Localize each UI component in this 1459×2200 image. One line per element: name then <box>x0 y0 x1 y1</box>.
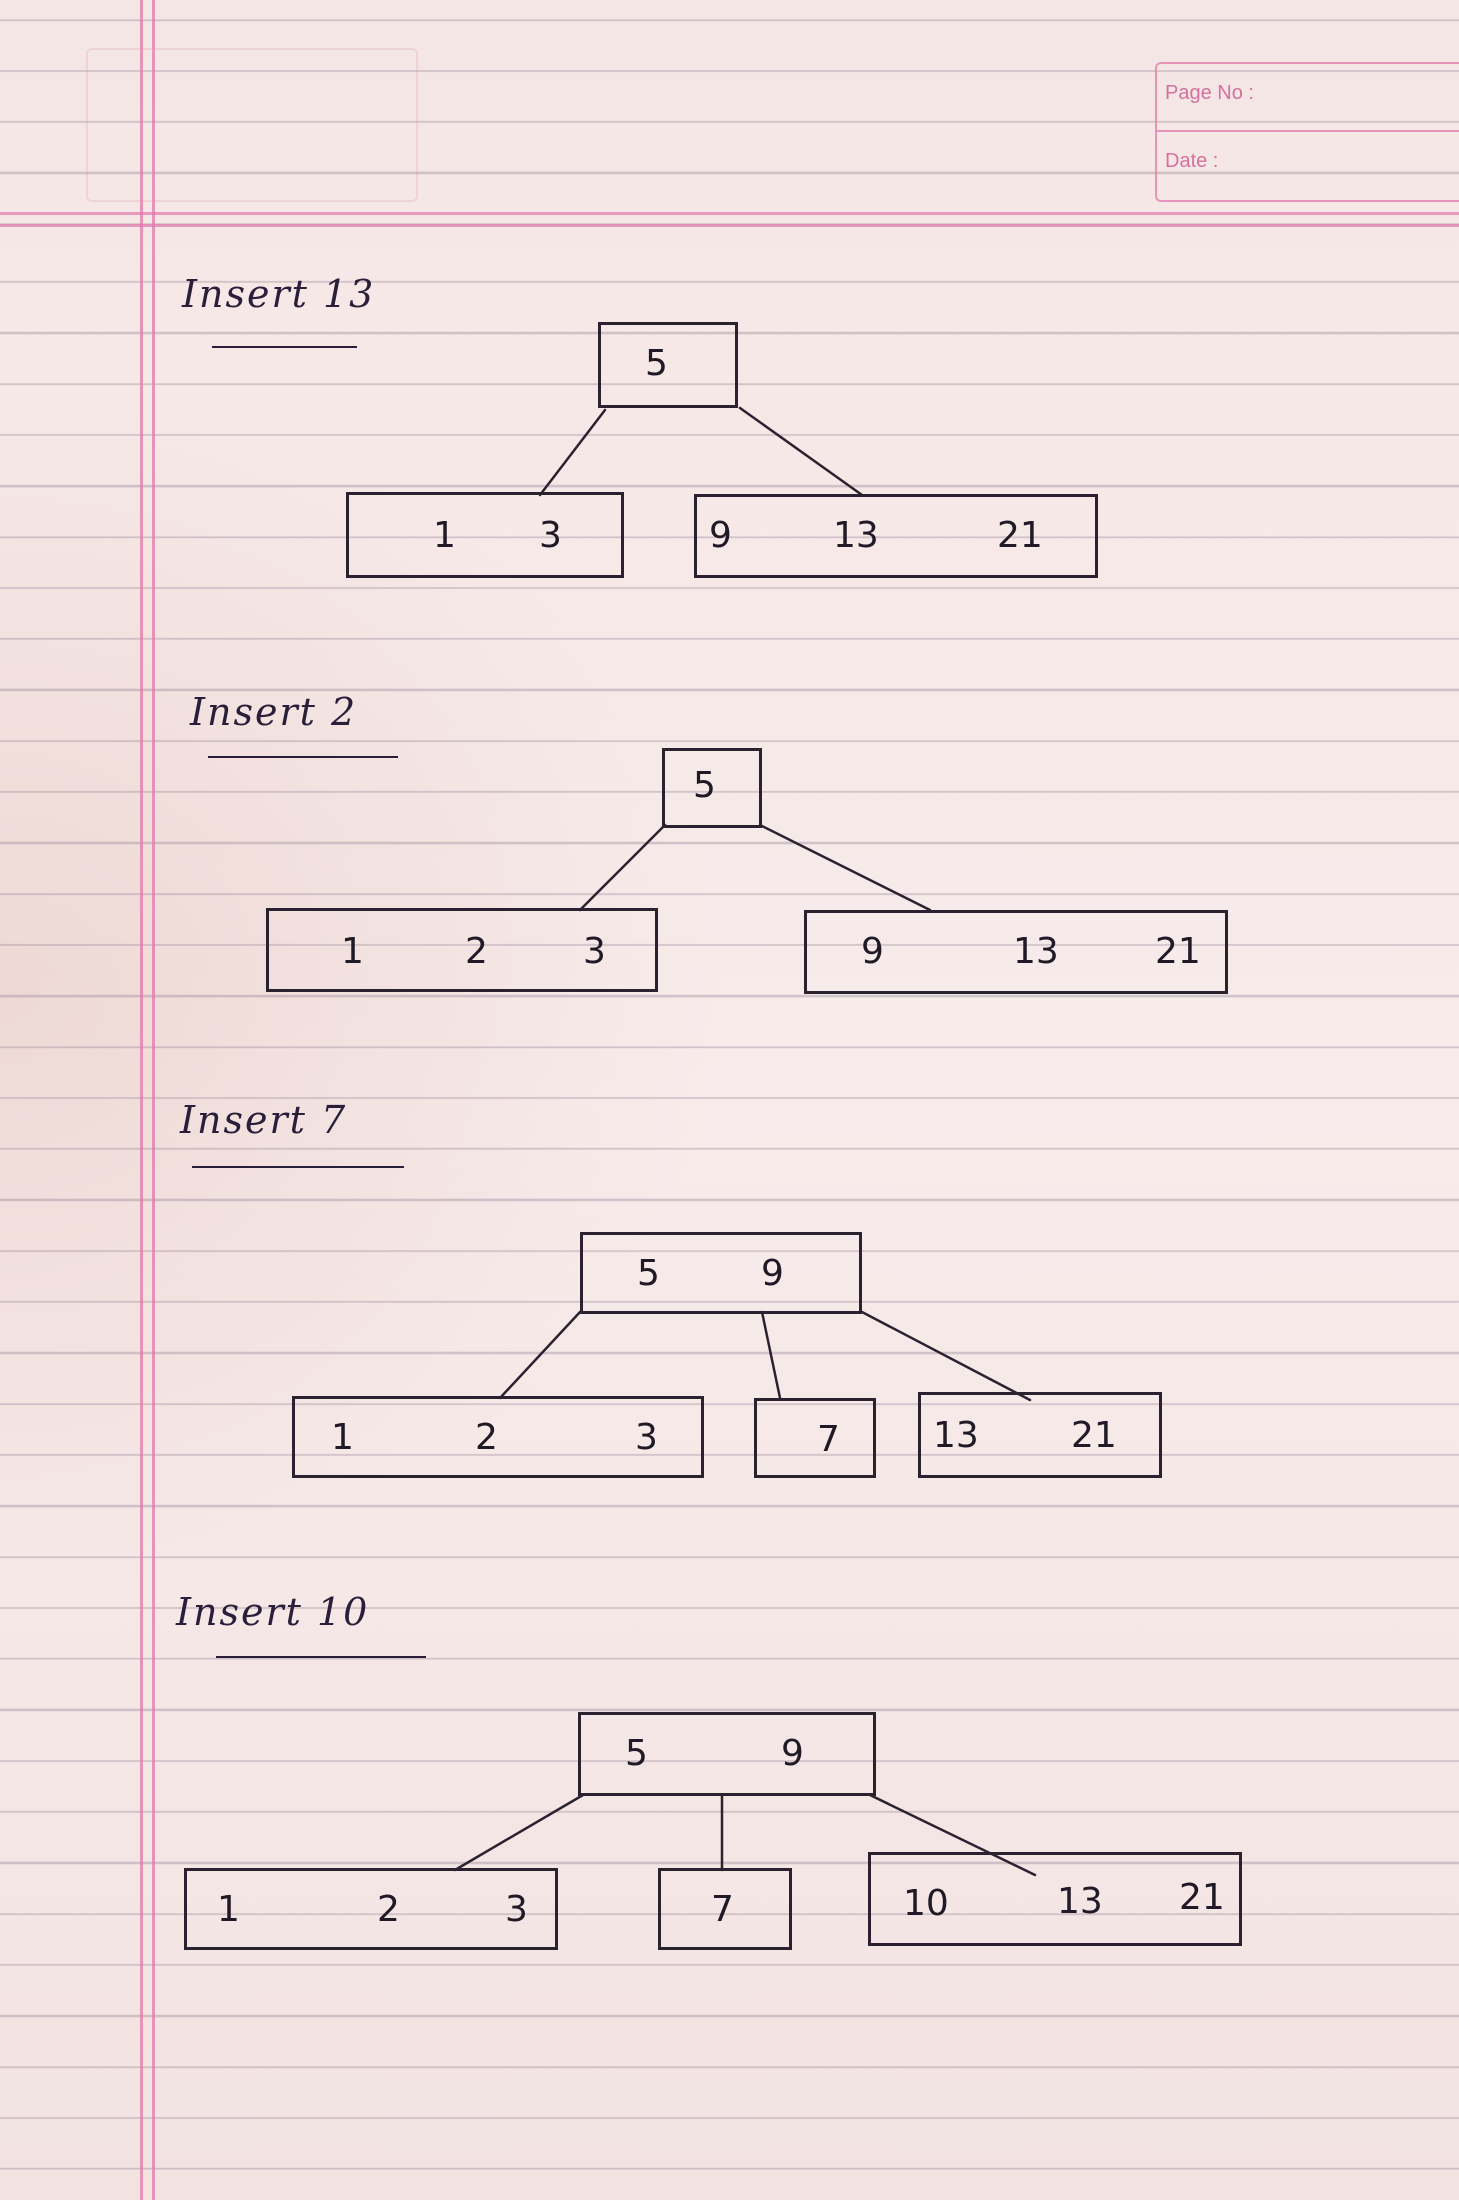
key: 1 <box>217 1889 240 1930</box>
key: 3 <box>635 1417 658 1458</box>
key: 13 <box>933 1415 979 1456</box>
page-info-divider <box>1157 130 1459 132</box>
key: 1 <box>433 515 456 556</box>
key: 2 <box>465 931 488 972</box>
date-label: Date : <box>1165 150 1219 172</box>
child-node: 9 13 21 <box>694 494 1098 578</box>
heading-insert-7: Insert 7 <box>180 1098 348 1142</box>
edge-s3-left <box>498 1310 582 1400</box>
heading-insert-10: Insert 10 <box>176 1590 370 1634</box>
heading-underline <box>216 1656 426 1658</box>
key: 2 <box>475 1417 498 1458</box>
key: 21 <box>1155 931 1201 972</box>
page-no-label: Page No : <box>1165 82 1254 104</box>
key: 1 <box>341 931 364 972</box>
heading-insert-2: Insert 2 <box>190 690 358 734</box>
key: 21 <box>1071 1415 1117 1456</box>
root-node: 5 <box>662 748 762 828</box>
key: 7 <box>817 1419 840 1460</box>
child-node: 7 <box>754 1398 876 1478</box>
edge-s2-right <box>758 823 932 912</box>
child-node: 1 2 3 <box>266 908 658 992</box>
child-node: 1 2 3 <box>292 1396 704 1478</box>
edge-s4-right <box>868 1793 1037 1877</box>
key: 2 <box>377 1889 400 1930</box>
page-info-box: Page No : Date : <box>1155 62 1459 202</box>
key: 5 <box>693 765 716 806</box>
child-node: 10 13 21 <box>868 1852 1242 1946</box>
key: 21 <box>997 515 1043 556</box>
key: 13 <box>1057 1881 1103 1922</box>
key: 21 <box>1179 1877 1225 1918</box>
header-line-2 <box>0 224 1459 227</box>
key: 3 <box>583 931 606 972</box>
key: 3 <box>539 515 562 556</box>
heading-underline <box>192 1166 404 1168</box>
root-node: 5 9 <box>580 1232 862 1314</box>
key: 13 <box>1013 931 1059 972</box>
edge-s1-right <box>738 406 864 497</box>
key: 7 <box>711 1889 734 1930</box>
margin-line-right <box>152 0 155 2200</box>
date-row: Date : <box>1157 132 1459 198</box>
page-no-row: Page No : <box>1157 64 1459 130</box>
key: 3 <box>505 1889 528 1930</box>
child-node: 9 13 21 <box>804 910 1228 994</box>
margin-line-left <box>140 0 143 2200</box>
key: 5 <box>645 343 668 384</box>
key: 1 <box>331 1417 354 1458</box>
edge-s3-right <box>860 1310 1032 1402</box>
heading-insert-13: Insert 13 <box>182 272 376 316</box>
key: 9 <box>761 1253 784 1294</box>
root-node: 5 <box>598 322 738 408</box>
child-node: 1 3 <box>346 492 624 578</box>
root-node: 5 9 <box>578 1712 876 1796</box>
key: 9 <box>781 1733 804 1774</box>
child-node: 7 <box>658 1868 792 1950</box>
edge-s2-left <box>578 823 667 912</box>
child-node: 1 2 3 <box>184 1868 558 1950</box>
key: 5 <box>625 1733 648 1774</box>
key: 13 <box>833 515 879 556</box>
key: 9 <box>709 515 732 556</box>
header-line <box>0 212 1459 215</box>
key: 9 <box>861 931 884 972</box>
ghost-show-through-box <box>86 48 418 202</box>
edge-s3-middle <box>760 1310 782 1400</box>
heading-underline <box>208 756 398 758</box>
key: 5 <box>637 1253 660 1294</box>
child-node: 13 21 <box>918 1392 1162 1478</box>
heading-underline <box>212 346 357 348</box>
edge-s1-left <box>538 408 607 497</box>
edge-s4-left <box>453 1793 585 1872</box>
key: 10 <box>903 1883 949 1924</box>
